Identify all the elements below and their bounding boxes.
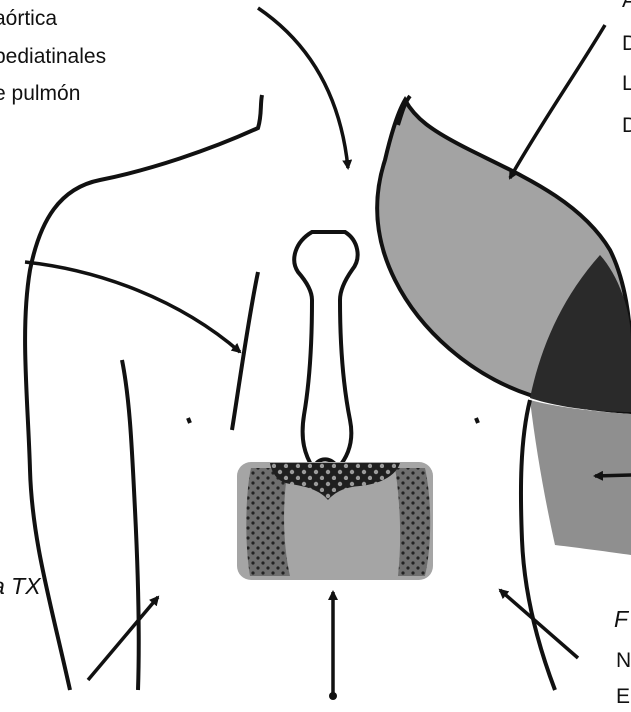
lower-box-right-shade: [395, 468, 430, 576]
lower-box-left-shade: [246, 468, 290, 576]
left-shoulder-outline: [25, 95, 262, 690]
arrow-icon: [25, 262, 240, 352]
label-top-right-1: A: [622, 0, 631, 11]
torso-dot-left: [188, 418, 190, 423]
upper-arm-mid-region: [530, 400, 631, 555]
arrow-icon: [258, 8, 348, 168]
left-arm-inner-line: [122, 360, 139, 690]
arrow-icon: [88, 597, 158, 680]
label-top-right-2: D: [622, 33, 631, 54]
label-aortica: aórtica: [0, 8, 57, 29]
tie-outline: [294, 232, 357, 468]
label-tx: a TX: [0, 575, 41, 598]
label-mediastinales: pediatinales: [0, 46, 106, 67]
label-bottom-right-3: E: [616, 686, 630, 707]
label-top-right-3: L: [622, 73, 631, 94]
label-top-right-4: D: [622, 115, 631, 136]
label-pulmon: e pulmón: [0, 83, 80, 104]
arrow-tail-dot: [329, 692, 337, 700]
label-bottom-right-1: F: [614, 608, 628, 631]
left-vertical-stroke: [232, 272, 258, 430]
torso-dot-right: [476, 418, 478, 423]
label-bottom-right-2: N: [616, 650, 631, 671]
arrow-icon: [595, 475, 631, 476]
arrow-icon: [510, 25, 605, 178]
